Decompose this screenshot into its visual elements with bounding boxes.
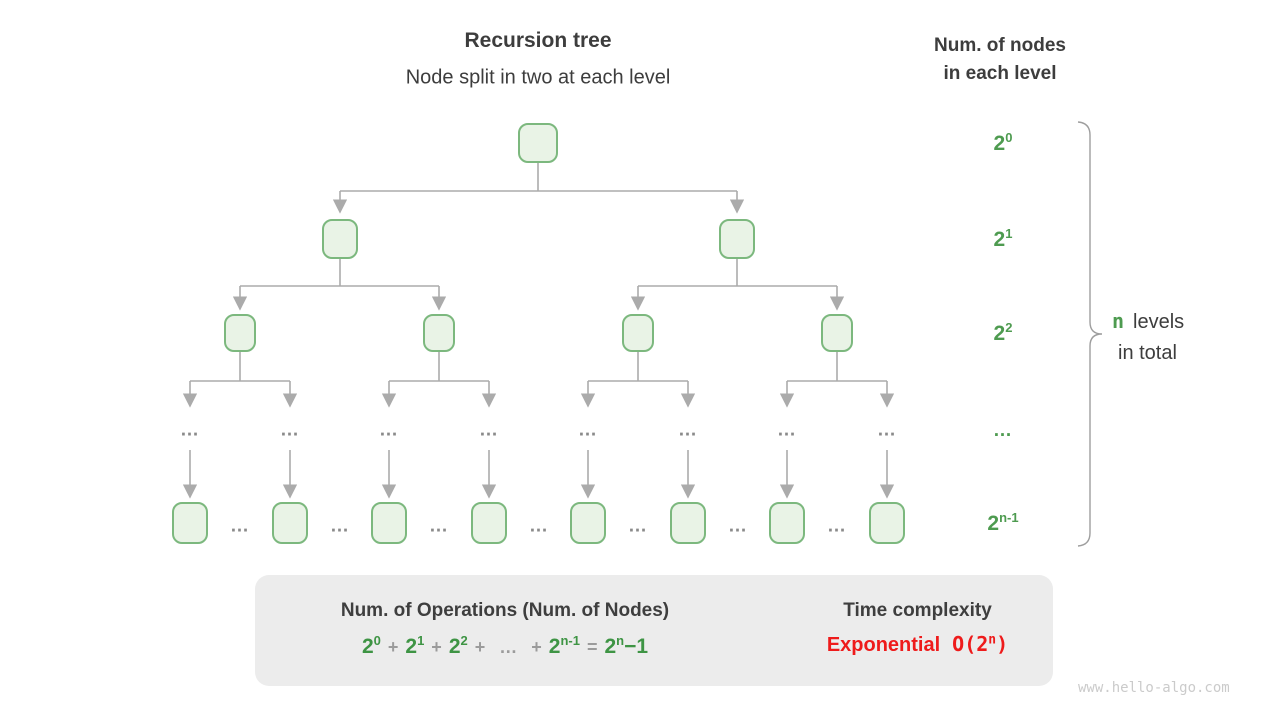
right-column-header: Num. of nodes in each level [934,35,1066,84]
tree-node [670,502,706,544]
figure-subtitle: Node split in two at each level [405,66,671,89]
ellipsis-level: … [578,419,598,441]
tree-node [272,502,308,544]
level-count-ellipsis: … [993,420,1013,441]
tree-node [224,314,256,352]
ellipsis-separator: … [529,515,549,537]
ellipsis-separator: … [330,515,350,537]
tree-node [471,502,507,544]
figure-title: Recursion tree [464,29,612,52]
n-variable: n [1112,309,1125,333]
tree-node [423,314,455,352]
tree-node [869,502,905,544]
ellipsis-level: … [877,419,897,441]
watermark: www.hello-algo.com [1078,680,1230,696]
operations-title: Num. of Operations (Num. of Nodes) [340,600,670,621]
operations-block: Num. of Operations (Num. of Nodes) 20+21… [290,600,720,659]
brace [1077,121,1103,547]
formula-term: 2n-1 [548,633,580,658]
ellipsis-level: … [479,419,499,441]
tree-node [371,502,407,544]
ellipsis-separator: … [628,515,648,537]
level-count-1: 21 [993,226,1013,251]
time-complexity-title: Time complexity [843,600,992,621]
tree-node [172,502,208,544]
ellipsis-separator: … [429,515,449,537]
formula-term: 22 [448,633,468,658]
summary-box [255,575,1053,686]
operations-formula: 20+21+22+…+2n-1=2n−1 [361,633,649,658]
tree-node [322,219,358,259]
ellipsis-separator: … [827,515,847,537]
tree-node [769,502,805,544]
ellipsis-level: … [379,419,399,441]
formula-term: 20 [361,633,381,658]
ellipsis-level: … [180,419,200,441]
ellipsis-level: … [678,419,698,441]
tree-node [622,314,654,352]
formula-result: 2n−1 [604,633,649,658]
ellipsis-level: … [280,419,300,441]
ellipsis-separator: … [230,515,250,537]
tree-node [821,314,853,352]
tree-node [570,502,606,544]
level-count-last: 2n-1 [987,510,1019,535]
ellipsis-level: … [777,419,797,441]
tree-node [719,219,755,259]
formula-term: 21 [405,633,425,658]
ellipsis-separator: … [728,515,748,537]
level-count-0: 20 [993,130,1013,155]
big-o-notation: O(2n) [952,632,1009,656]
tree-node-root [518,123,558,163]
level-count-2: 22 [993,320,1013,345]
